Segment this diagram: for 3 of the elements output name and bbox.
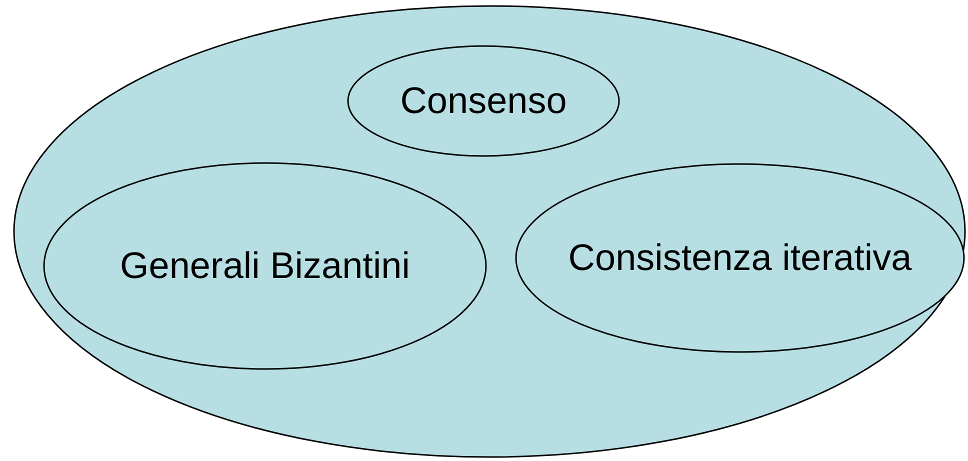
node-label: Consenso	[400, 80, 567, 122]
node-label: Consistenza iterativa	[568, 237, 912, 279]
node-label: Generali Bizantini	[120, 245, 410, 287]
